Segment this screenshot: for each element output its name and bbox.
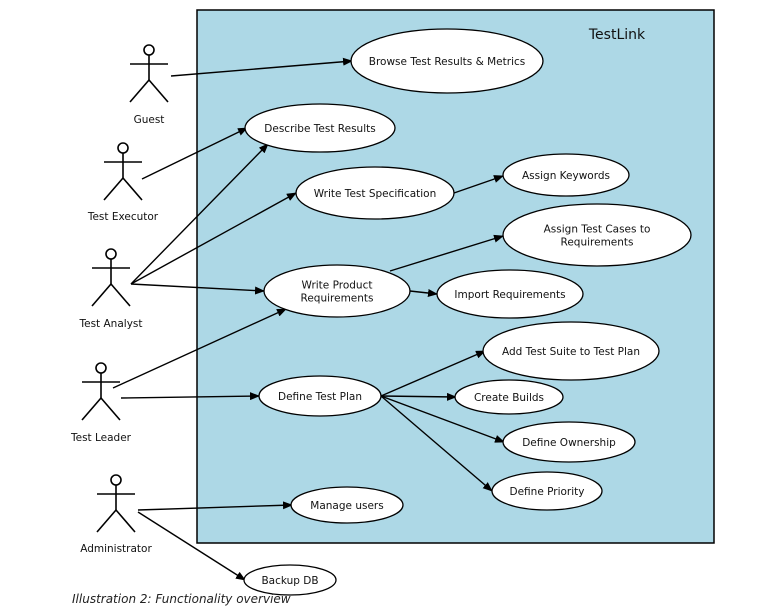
- use-case-priority: Define Priority: [491, 471, 603, 511]
- use-case-users: Manage users: [290, 486, 404, 524]
- use-case-label: Backup DB: [261, 575, 318, 587]
- use-case-label: Assign Keywords: [522, 170, 610, 182]
- use-case-ellipse: [244, 103, 396, 153]
- use-case-describe: Describe Test Results: [244, 103, 396, 153]
- use-case-ellipse: [436, 269, 584, 319]
- use-case-ellipse: [258, 375, 382, 417]
- use-case-ellipse: [502, 203, 692, 267]
- association-arrow: [130, 283, 265, 295]
- use-case-builds: Create Builds: [454, 379, 564, 415]
- use-case-label: Define Test Plan: [278, 391, 362, 403]
- actor-label: Test Executor: [87, 211, 159, 223]
- association-arrow: [389, 234, 504, 272]
- association-arrow: [409, 289, 438, 297]
- use-case-ellipse: [290, 486, 404, 524]
- association-arrow: [130, 192, 297, 285]
- actor-analyst: Test Analyst: [78, 248, 143, 330]
- association-arrow: [170, 57, 353, 77]
- actor-admin: Administrator: [80, 474, 152, 555]
- actor-leg-left: [91, 283, 112, 307]
- actor-label: Administrator: [80, 543, 152, 555]
- actor-leg-right: [115, 509, 136, 533]
- association-arrow: [380, 395, 505, 443]
- association-arrow: [120, 392, 260, 401]
- use-case-ellipse: [491, 471, 603, 511]
- use-case-ellipse: [502, 153, 630, 197]
- association-arrow: [380, 350, 486, 397]
- use-case-label: Write Test Specification: [314, 188, 437, 200]
- use-case-label: Write Product: [302, 280, 373, 292]
- use-case-label: Import Requirements: [454, 289, 565, 301]
- figure-caption: Illustration 2: Functionality overview: [72, 592, 291, 606]
- use-case-label: Describe Test Results: [264, 123, 375, 135]
- use-case-label: Add Test Suite to Test Plan: [502, 346, 640, 358]
- use-case-ellipse: [482, 321, 660, 381]
- use-case-ellipse: [350, 28, 544, 94]
- association-arrow: [130, 143, 269, 285]
- association-arrow: [380, 395, 493, 492]
- actor-leg-left: [103, 177, 124, 201]
- use-case-plan: Define Test Plan: [258, 375, 382, 417]
- use-case-label: Define Ownership: [522, 437, 616, 449]
- use-case-spec: Write Test Specification: [295, 166, 455, 220]
- actor-leg-left: [96, 509, 117, 533]
- actor-leader: Test Leader: [70, 362, 132, 444]
- use-case-label: Define Priority: [510, 486, 585, 498]
- use-case-keywords: Assign Keywords: [502, 153, 630, 197]
- association-arrow: [137, 501, 293, 511]
- use-case-label: Browse Test Results & Metrics: [369, 56, 525, 68]
- actor-leg-right: [122, 177, 143, 201]
- use-case-ellipse: [502, 421, 636, 463]
- actor-label: Test Leader: [70, 432, 132, 444]
- system-title: TestLink: [588, 27, 646, 43]
- actor-head-icon: [143, 44, 155, 56]
- actor-head-icon: [117, 142, 129, 154]
- use-case-label: Manage users: [310, 500, 383, 512]
- association-arrow: [453, 175, 504, 194]
- actor-label: Test Analyst: [78, 318, 142, 330]
- actor-head-icon: [105, 248, 117, 260]
- use-case-label: Requirements: [301, 293, 374, 305]
- actor-leg-left: [81, 397, 102, 421]
- actor-head-icon: [110, 474, 122, 486]
- actor-head-icon: [95, 362, 107, 374]
- use-case-import-req: Import Requirements: [436, 269, 584, 319]
- actor-leg-right: [110, 283, 131, 307]
- actor-executor: Test Executor: [87, 142, 159, 223]
- use-case-ellipse: [263, 264, 411, 318]
- association-arrow: [380, 392, 457, 401]
- association-arrow: [137, 511, 246, 581]
- use-case-label: Requirements: [561, 237, 634, 249]
- associations: [112, 57, 505, 581]
- use-case-backup: Backup DB: [243, 564, 337, 596]
- use-case-browse: Browse Test Results & Metrics: [350, 28, 544, 94]
- association-arrow: [141, 127, 248, 180]
- actor-leg-right: [148, 79, 169, 103]
- use-case-label: Assign Test Cases to: [544, 224, 651, 236]
- actor-leg-left: [129, 79, 150, 103]
- actor-guest: Guest: [129, 44, 169, 126]
- association-arrow: [112, 308, 287, 389]
- use-case-label: Create Builds: [474, 392, 544, 404]
- use-case-suite: Add Test Suite to Test Plan: [482, 321, 660, 381]
- actor-label: Guest: [134, 114, 165, 126]
- use-case-ellipse: [454, 379, 564, 415]
- actor-leg-right: [100, 397, 121, 421]
- use-case-ownership: Define Ownership: [502, 421, 636, 463]
- use-case-ellipse: [243, 564, 337, 596]
- use-case-ellipse: [295, 166, 455, 220]
